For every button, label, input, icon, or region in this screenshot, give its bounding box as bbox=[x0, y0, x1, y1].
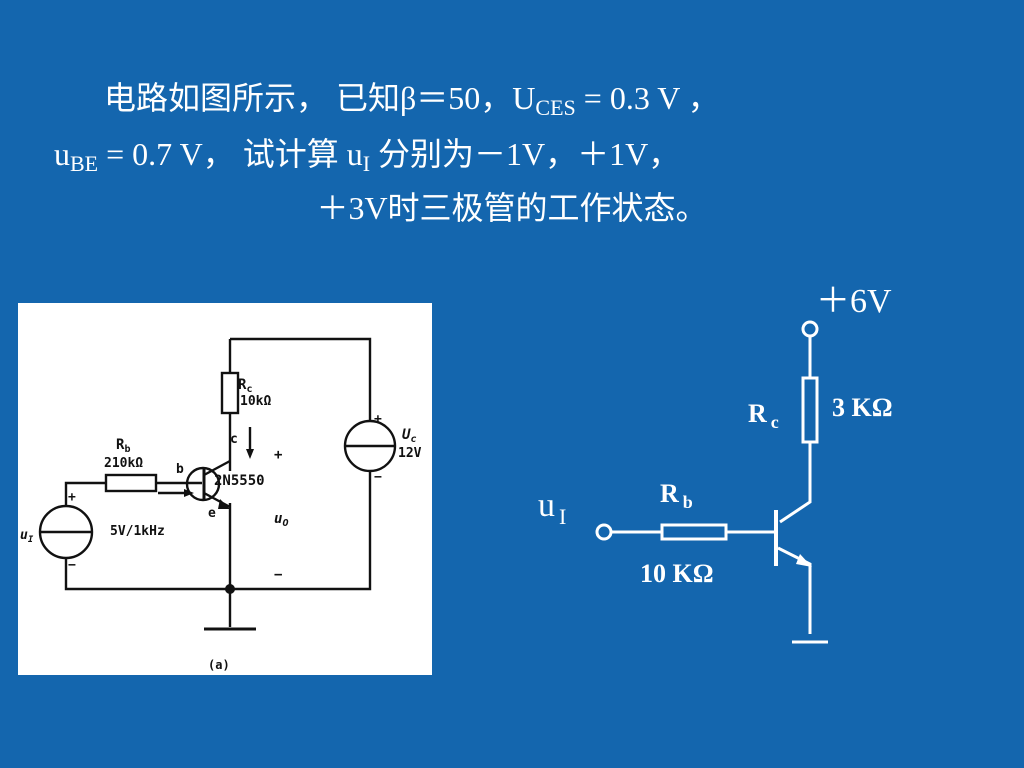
line1-text-b: = 0.3 V ， bbox=[575, 80, 720, 116]
right-rb-resistor bbox=[660, 523, 728, 541]
figure-caption: (a) bbox=[208, 658, 230, 672]
ic-arrow-head bbox=[246, 449, 254, 459]
problem-line-3: ＋3V时三极管的工作状态。 bbox=[316, 190, 708, 226]
left-rc-label: Rc bbox=[238, 377, 252, 395]
node-e-label: e bbox=[208, 506, 216, 521]
collector-wire bbox=[779, 442, 812, 524]
uc-bottom-wire bbox=[230, 471, 372, 591]
line1-text-a: 电路如图所示， 已知β＝50，U bbox=[104, 80, 536, 116]
node-c-label: c bbox=[230, 432, 238, 447]
supply-label: ＋6V bbox=[816, 283, 892, 320]
emitter-wire bbox=[777, 546, 812, 634]
left-rc-resistor bbox=[220, 371, 240, 415]
right-rb-value: 10 KΩ bbox=[640, 559, 714, 588]
left-rb-value: 210kΩ bbox=[104, 456, 143, 471]
ui-label: uI bbox=[20, 528, 34, 545]
uc-label: Uc bbox=[402, 427, 416, 445]
rb-left-wire bbox=[64, 481, 106, 506]
left-rb-resistor bbox=[104, 473, 158, 493]
line2-text-c: 分别为－1V，＋1V， bbox=[370, 136, 681, 172]
uc-minus: − bbox=[374, 470, 382, 485]
left-circuit-svg: Rc 10kΩ Rb 210kΩ b c e 2N5550 + − uO + −… bbox=[20, 337, 422, 672]
line1-subscript: CES bbox=[535, 95, 576, 120]
problem-statement: 电路如图所示， 已知β＝50，UCES = 0.3 V ， uBE = 0.7 … bbox=[0, 0, 1024, 240]
right-wires bbox=[612, 336, 828, 644]
line2-text-b: = 0.7 V， 试计算 u bbox=[98, 136, 363, 172]
supply-terminal bbox=[801, 320, 819, 338]
transistor-label: 2N5550 bbox=[214, 473, 265, 489]
emitter-lead bbox=[203, 491, 231, 509]
uc-value: 12V bbox=[398, 446, 422, 461]
left-circuit-figure: Rc 10kΩ Rb 210kΩ b c e 2N5550 + − uO + −… bbox=[18, 303, 432, 675]
ui-minus: − bbox=[68, 558, 76, 573]
uo-label: uO bbox=[274, 511, 288, 529]
right-rc-resistor bbox=[801, 376, 819, 444]
source-value: 5V/1kHz bbox=[110, 524, 165, 539]
node-b-label: b bbox=[176, 462, 184, 477]
problem-line-1: 电路如图所示， 已知β＝50，UCES = 0.3 V ， bbox=[104, 70, 720, 136]
ground-junction bbox=[225, 584, 235, 594]
input-terminal bbox=[595, 523, 613, 541]
left-rb-label: Rb bbox=[116, 437, 130, 455]
line2-text-a: u bbox=[54, 136, 70, 172]
right-rc-value: 3 KΩ bbox=[832, 393, 893, 422]
line2-subscript-b: I bbox=[362, 151, 371, 176]
uo-plus: + bbox=[274, 447, 282, 463]
transistor-circle bbox=[185, 466, 221, 502]
line2-subscript-a: BE bbox=[70, 151, 99, 176]
uc-plus: + bbox=[374, 412, 382, 427]
ib-arrow-head bbox=[184, 489, 194, 497]
uo-minus: − bbox=[274, 567, 282, 583]
right-emitter-arrow bbox=[796, 554, 812, 567]
problem-line-2: uBE = 0.7 V， 试计算 uI 分别为－1V，＋1V， bbox=[54, 126, 680, 192]
ui-bottom-wire bbox=[64, 558, 230, 591]
ui-plus: + bbox=[68, 490, 76, 505]
top-rail-wire bbox=[230, 337, 372, 421]
left-rc-value: 10kΩ bbox=[240, 394, 271, 409]
collector-lead bbox=[203, 459, 231, 477]
emitter-arrow bbox=[218, 499, 230, 509]
